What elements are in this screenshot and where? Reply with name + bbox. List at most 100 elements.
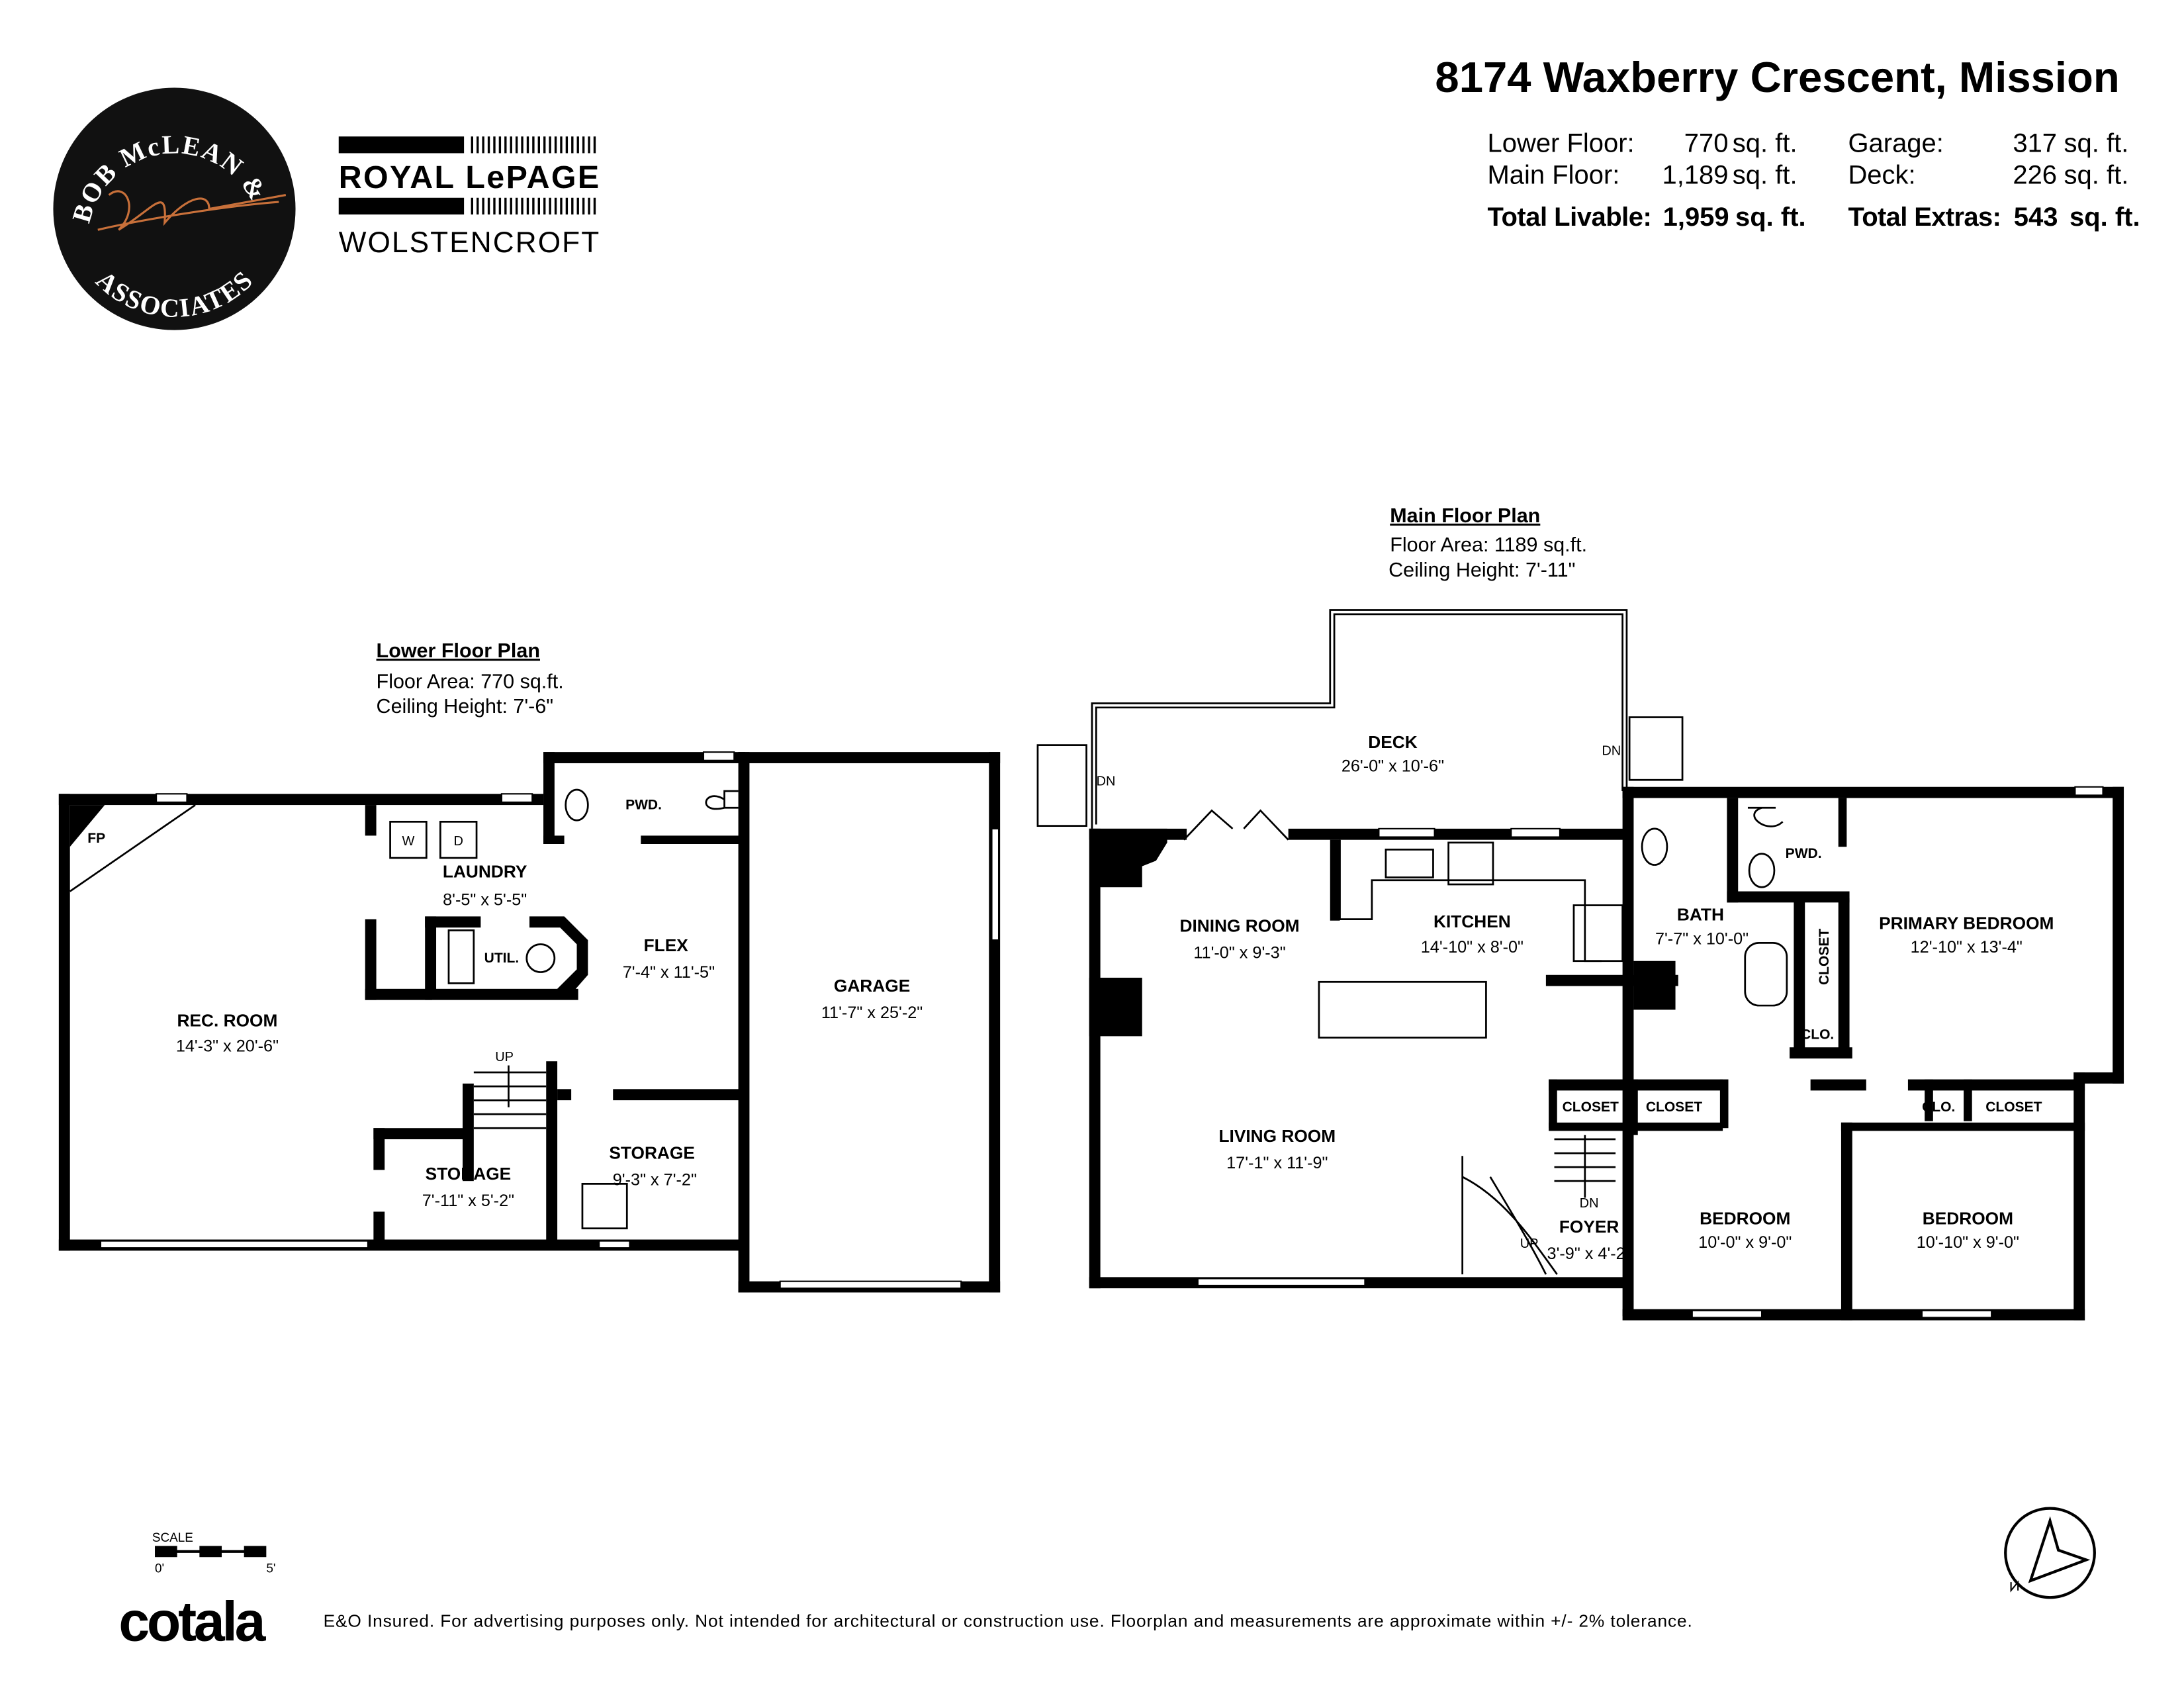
room-dims: 3'-9" x 4'-2": [1547, 1244, 1631, 1263]
toilet-icon: [1747, 806, 1784, 827]
room-name: KITCHEN: [1433, 912, 1511, 931]
deck-stairs-right: [1628, 716, 1684, 781]
deck-label: Deck:: [1848, 161, 1915, 190]
room-dims: 11'-0" x 9'-3": [1193, 944, 1285, 962]
room-name: BEDROOM: [1700, 1208, 1790, 1228]
room-name: STORAGE: [609, 1143, 694, 1162]
room-dims: 10'-0" x 9'-0": [1698, 1233, 1792, 1252]
furnace-icon: [525, 943, 556, 973]
lower-floor-value: 770: [1684, 128, 1729, 158]
kitchen-sink-icon: [1385, 849, 1434, 878]
lower-floor-header: Lower Floor Plan Floor Area: 770 sq.ft. …: [377, 639, 564, 718]
lower-floor-area: Floor Area: 770 sq.ft.: [377, 670, 564, 692]
scale-end: 5': [266, 1562, 275, 1575]
skylight-icon: [581, 1182, 628, 1230]
washer-icon: [389, 820, 428, 859]
sink-icon: [1641, 827, 1668, 866]
deck-outline: [1091, 609, 1628, 829]
sink-icon: [565, 788, 589, 821]
dryer-icon: [439, 820, 478, 859]
room-dims: 11'-7" x 25'-2": [821, 1004, 923, 1022]
room-dims: 8'-5" x 5'-5": [443, 891, 527, 910]
fridge-icon: [1572, 904, 1623, 962]
unit-label: sq. ft.: [2070, 203, 2140, 232]
unit-label: sq. ft.: [1733, 161, 1797, 190]
lower-floor-rooms: REC. ROOM 14'-3" x 20'-6" LAUNDRY 8'-5" …: [87, 797, 923, 1210]
room-name: LAUNDRY: [443, 861, 527, 881]
total-extras-label: Total Extras:: [1848, 203, 2001, 232]
scale-bar: SCALE 0' 5': [152, 1531, 276, 1575]
brokerage-logo: ROYAL LePAGE WOLSTENCROFT: [339, 136, 599, 259]
lower-floor-label: Lower Floor:: [1488, 128, 1635, 158]
kitchen-island: [1318, 980, 1487, 1039]
stairs-dn-label: DN: [1580, 1196, 1599, 1211]
room-dims: 26'-0" x 10'-6": [1342, 757, 1444, 776]
deck-value: 226: [2013, 161, 2057, 190]
brokerage-office: WOLSTENCROFT: [339, 226, 599, 259]
unit-label: sq. ft.: [2064, 128, 2129, 158]
room-dims: 7'-4" x 11'-5": [623, 963, 715, 982]
agent-logo: BOB McLEAN & ASSOCIATES: [53, 87, 296, 330]
util-label: UTIL.: [484, 951, 520, 966]
stairs-down-icon: [1554, 1135, 1616, 1198]
room-dims: 10'-10" x 9'-0": [1917, 1233, 2019, 1252]
garage-label: Garage:: [1848, 128, 1943, 158]
total-extras-value: 543: [2014, 203, 2058, 232]
closet-label: CLOSET: [1563, 1100, 1619, 1115]
room-dims: 17'-1" x 11'-9": [1226, 1154, 1328, 1172]
clo-label: CLO.: [1922, 1100, 1955, 1115]
room-dims: 7'-7" x 10'-0": [1655, 929, 1749, 948]
clo-label: CLO.: [1801, 1027, 1834, 1043]
patio-door-icon: [1183, 809, 1289, 841]
signature-mark: [97, 190, 287, 231]
scale-label: SCALE: [152, 1531, 193, 1545]
closet-label: CLOSET: [1985, 1100, 2042, 1115]
room-dims: 9'-3" x 7'-2": [613, 1170, 697, 1189]
lower-floor-title: Lower Floor Plan: [377, 639, 540, 662]
compass-icon: [2004, 1507, 2096, 1599]
deck-stairs-dn-label: DN: [1097, 774, 1116, 789]
garage-value: 317: [2013, 128, 2057, 158]
pwd-label: PWD.: [625, 797, 662, 812]
water-heater-icon: [447, 929, 475, 984]
disclaimer: E&O Insured. For advertising purposes on…: [324, 1611, 1692, 1630]
main-floor-header: Main Floor Plan Floor Area: 1189 sq.ft. …: [1388, 504, 1587, 581]
deck-stairs-left: [1036, 744, 1087, 827]
room-name: LIVING ROOM: [1218, 1126, 1336, 1146]
room-name: BATH: [1677, 905, 1724, 925]
room-name: STORAGE: [426, 1164, 511, 1184]
stairs-up-label: UP: [495, 1050, 514, 1064]
deck-stairs-dn-label: DN: [1602, 743, 1621, 758]
washer-label: W: [402, 834, 415, 849]
main-floor-ceiling: Ceiling Height: 7'-11": [1388, 559, 1575, 581]
cotala-logo: cotala: [118, 1590, 266, 1652]
lower-floor-walls: [58, 751, 1001, 1293]
room-name: REC. ROOM: [177, 1011, 278, 1031]
toilet-icon: [705, 790, 739, 810]
main-floor-label: Main Floor:: [1488, 161, 1620, 190]
closet-label: CLOSET: [1646, 1100, 1702, 1115]
dryer-label: D: [453, 834, 463, 849]
main-floor-title: Main Floor Plan: [1390, 504, 1540, 527]
main-floor-walls: [1036, 609, 2124, 1321]
room-name: FLEX: [644, 935, 689, 955]
unit-label: sq. ft.: [1733, 128, 1797, 158]
address-title: 8174 Waxberry Crescent, Mission: [1435, 53, 2119, 101]
lower-floor-ceiling: Ceiling Height: 7'-6": [377, 695, 554, 718]
room-name: BEDROOM: [1923, 1208, 2013, 1228]
bathtub-icon: [1744, 942, 1788, 1007]
room-name: DINING ROOM: [1179, 916, 1299, 936]
room-name: PRIMARY BEDROOM: [1879, 913, 2054, 933]
fireplace-label: FP: [87, 831, 105, 846]
pwd-label: PWD.: [1786, 846, 1822, 861]
room-dims: 14'-10" x 8'-0": [1421, 938, 1524, 957]
stairs-icon: [473, 1065, 547, 1129]
main-floor-value: 1,189: [1662, 161, 1728, 190]
main-floor-area: Floor Area: 1189 sq.ft.: [1390, 534, 1587, 556]
main-floor-rooms: DECK 26'-0" x 10'-6" DINING ROOM 11'-0" …: [1097, 732, 2054, 1263]
room-name: DECK: [1368, 732, 1417, 752]
room-name: GARAGE: [834, 976, 910, 996]
room-dims: 12'-10" x 13'-4": [1911, 938, 2023, 957]
room-dims: 14'-3" x 20'-6": [176, 1037, 279, 1055]
